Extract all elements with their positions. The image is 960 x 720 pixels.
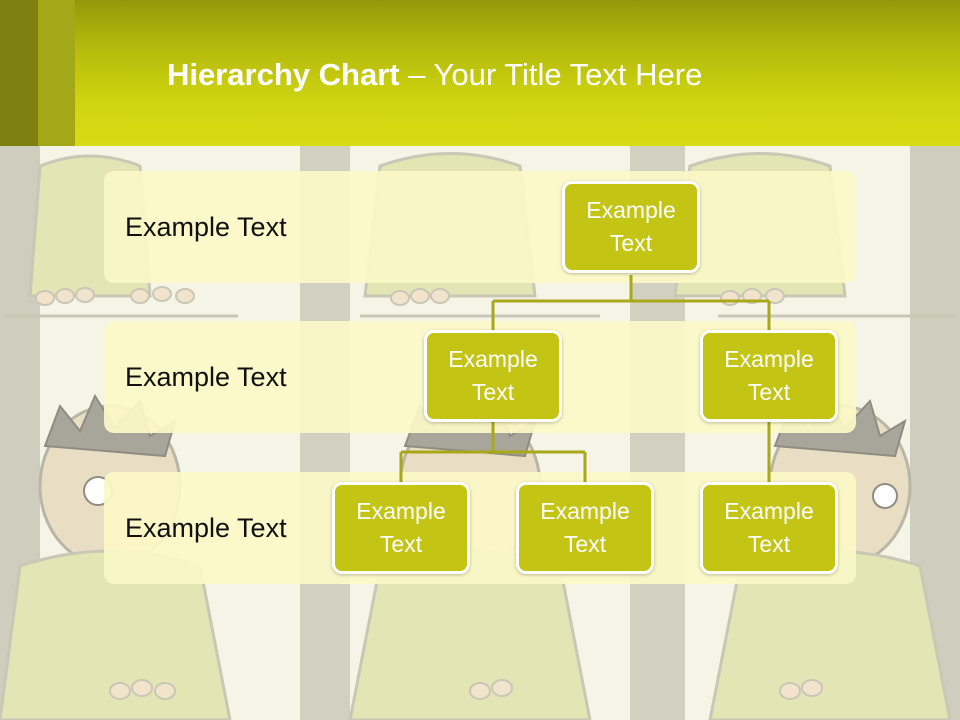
slide-title: Hierarchy Chart – Your Title Text Here — [167, 55, 702, 95]
node-level2-left[interactable]: Example Text — [424, 330, 562, 422]
slide-title-bold: Hierarchy Chart — [167, 57, 400, 92]
node-level3-middle[interactable]: Example Text — [516, 482, 654, 574]
connector-level2-left-to-level3 — [399, 422, 587, 482]
band-label-2: Example Text — [125, 362, 287, 392]
header-accent-block-light — [38, 0, 75, 146]
node-level3-left[interactable]: Example Text — [332, 482, 470, 574]
header-accent-block-dark — [0, 0, 38, 146]
node-level3-right[interactable]: Example Text — [700, 482, 838, 574]
node-root[interactable]: Example Text — [562, 181, 700, 273]
hierarchy-level-band-1 — [104, 171, 856, 283]
band-label-3: Example Text — [125, 513, 287, 543]
slide-title-rest: – Your Title Text Here — [399, 57, 703, 92]
node-level2-right[interactable]: Example Text — [700, 330, 838, 422]
slide-header: Hierarchy Chart – Your Title Text Here — [0, 0, 960, 146]
connector-root-to-level2 — [491, 275, 771, 330]
band-label-1: Example Text — [125, 212, 287, 242]
